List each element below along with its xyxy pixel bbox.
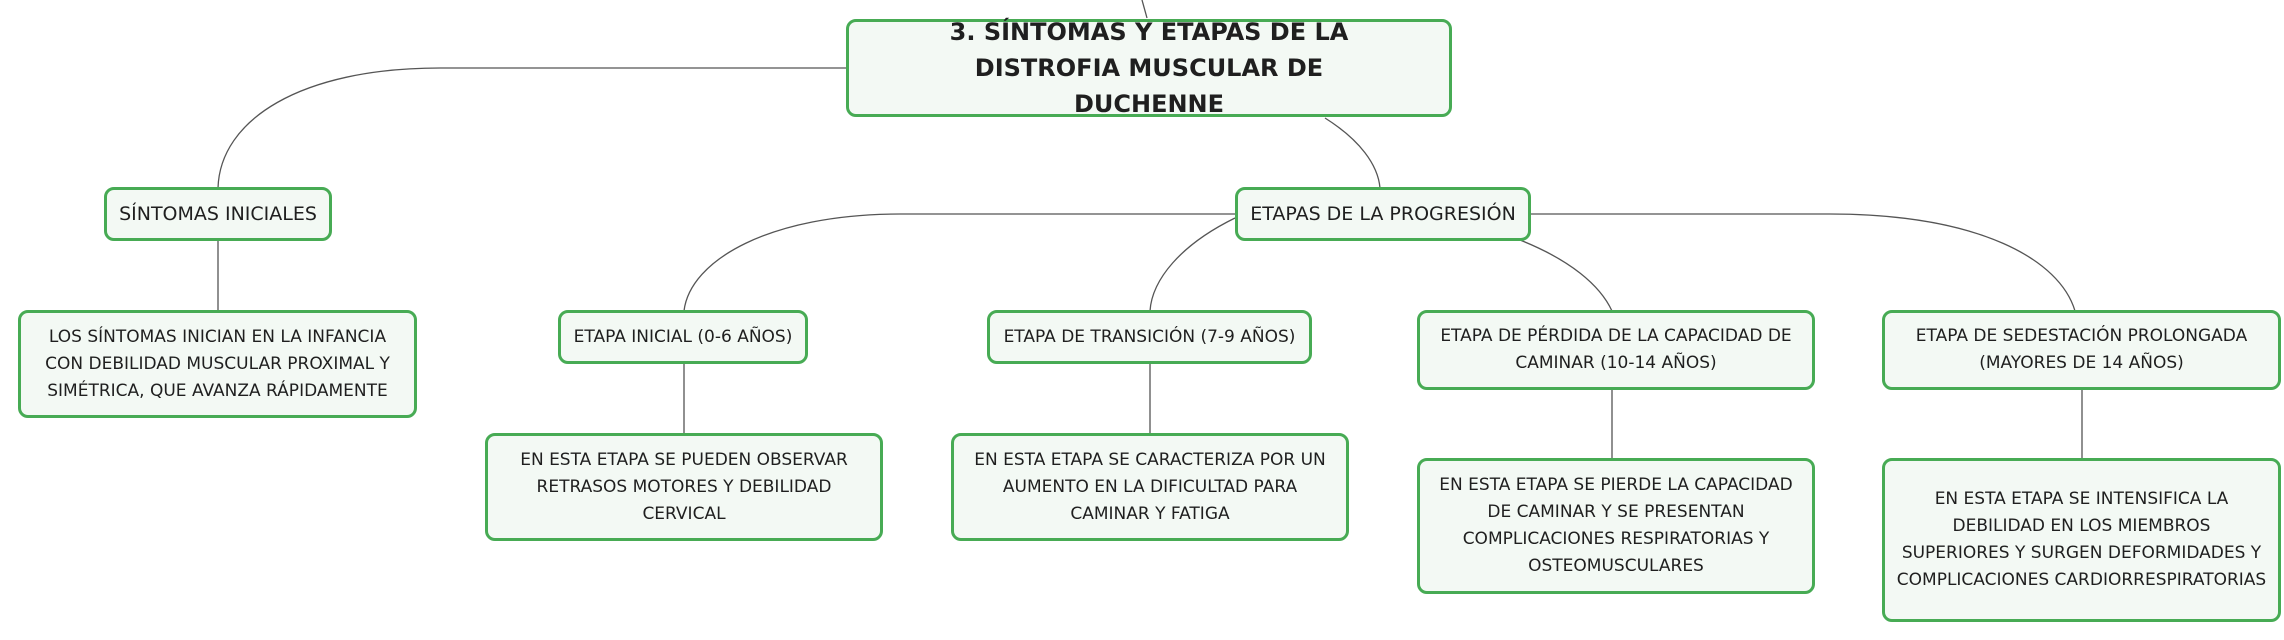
edge-etapas-stage1: [683, 213, 1235, 312]
edge-etapas-stage3: [1519, 239, 1613, 312]
sintomas-detail-node[interactable]: LOS SÍNTOMAS INICIAN EN LA INFANCIA CON …: [18, 310, 417, 418]
stage-label: ETAPA DE SEDESTACIÓN PROLONGADA (MAYORES…: [1915, 326, 2248, 373]
root-node[interactable]: 3. SÍNTOMAS Y ETAPAS DE LA DISTROFIA MUS…: [846, 18, 1452, 118]
stage-detail-perdida-caminar[interactable]: EN ESTA ETAPA SE PIERDE LA CAPACIDAD DE …: [1417, 458, 1815, 594]
stage-detail-transicion[interactable]: EN ESTA ETAPA SE CARACTERIZA POR UN AUME…: [951, 433, 1349, 541]
stage-node-perdida-caminar[interactable]: ETAPA DE PÉRDIDA DE LA CAPACIDAD DE CAMI…: [1417, 310, 1815, 390]
stage-node-inicial[interactable]: ETAPA INICIAL (0-6 AÑOS): [558, 310, 808, 364]
edge-root-sintomas: [217, 67, 846, 189]
stage-detail-text: EN ESTA ETAPA SE CARACTERIZA POR UN AUME…: [974, 449, 1326, 524]
edge-root-etapas: [1324, 117, 1381, 189]
stage-label: ETAPA DE TRANSICIÓN (7-9 AÑOS): [1003, 326, 1296, 347]
edge-root-parent: [1141, 0, 1148, 19]
edge-etapas-stage2: [1149, 217, 1236, 312]
stage-detail-text: EN ESTA ETAPA SE PIERDE LA CAPACIDAD DE …: [1439, 475, 1793, 576]
stage-node-sedestacion[interactable]: ETAPA DE SEDESTACIÓN PROLONGADA (MAYORES…: [1882, 310, 2281, 390]
etapas-progresion-node[interactable]: ETAPAS DE LA PROGRESIÓN: [1235, 187, 1531, 241]
stage-label: ETAPA DE PÉRDIDA DE LA CAPACIDAD DE CAMI…: [1440, 326, 1792, 373]
sintomas-detail-text: LOS SÍNTOMAS INICIAN EN LA INFANCIA CON …: [45, 326, 390, 401]
etapas-progresion-label: ETAPAS DE LA PROGRESIÓN: [1250, 203, 1516, 225]
stage-detail-text: EN ESTA ETAPA SE INTENSIFICA LA DEBILIDA…: [1896, 489, 2267, 590]
root-label: 3. SÍNTOMAS Y ETAPAS DE LA DISTROFIA MUS…: [949, 18, 1349, 118]
sintomas-iniciales-label: SÍNTOMAS INICIALES: [119, 203, 317, 225]
sintomas-iniciales-node[interactable]: SÍNTOMAS INICIALES: [104, 187, 332, 241]
edge-etapas-stage4: [1530, 213, 2076, 312]
stage-detail-sedestacion[interactable]: EN ESTA ETAPA SE INTENSIFICA LA DEBILIDA…: [1882, 458, 2281, 622]
stage-node-transicion[interactable]: ETAPA DE TRANSICIÓN (7-9 AÑOS): [987, 310, 1312, 364]
stage-label: ETAPA INICIAL (0-6 AÑOS): [573, 326, 793, 347]
stage-detail-inicial[interactable]: EN ESTA ETAPA SE PUEDEN OBSERVAR RETRASO…: [485, 433, 883, 541]
stage-detail-text: EN ESTA ETAPA SE PUEDEN OBSERVAR RETRASO…: [520, 449, 848, 524]
